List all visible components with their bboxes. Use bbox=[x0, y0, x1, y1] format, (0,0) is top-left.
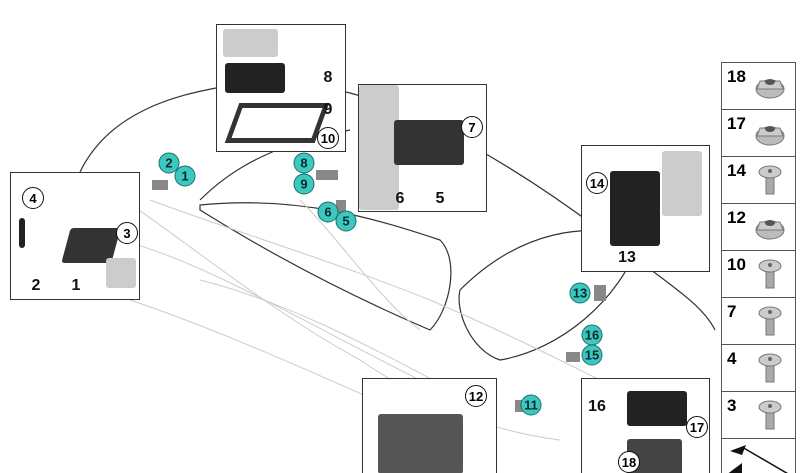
inset-control-unit-11 bbox=[362, 378, 497, 473]
torx-bolt-icon bbox=[758, 400, 782, 430]
label-circled-12: 12 bbox=[465, 385, 487, 407]
label-8: 8 bbox=[323, 69, 333, 86]
label-circled-7: 7 bbox=[461, 116, 483, 138]
label-circled-17: 17 bbox=[686, 416, 708, 438]
hex-nut-icon bbox=[755, 126, 785, 146]
inset-module-5-6 bbox=[358, 84, 487, 212]
distribution-box-part bbox=[610, 171, 660, 246]
fasteners-column: 18 17 14 12 10 7 4 3 bbox=[721, 62, 796, 473]
fastener-cell-18[interactable]: 18 bbox=[721, 62, 796, 109]
connector-ghost bbox=[106, 258, 136, 288]
label-circled-18: 18 bbox=[618, 451, 640, 473]
label-circled-10: 10 bbox=[317, 127, 339, 149]
callout-8[interactable]: 8 bbox=[293, 152, 315, 174]
torx-bolt-icon bbox=[758, 259, 782, 289]
control-unit-part bbox=[378, 414, 463, 473]
cover-part bbox=[627, 391, 687, 426]
fastener-cell-17[interactable]: 17 bbox=[721, 109, 796, 156]
label-circled-3: 3 bbox=[116, 222, 138, 244]
flange-nut-icon bbox=[755, 220, 785, 240]
fastener-number: 14 bbox=[727, 161, 746, 180]
label-circled-4: 4 bbox=[22, 187, 44, 209]
arrow-icon bbox=[721, 438, 796, 473]
fastener-cell-14[interactable]: 14 bbox=[721, 156, 796, 203]
torx-bolt-icon bbox=[758, 306, 782, 336]
pan-head-screw-icon bbox=[758, 165, 782, 195]
label-1: 1 bbox=[71, 277, 81, 294]
fastener-number: 17 bbox=[727, 114, 746, 133]
fastener-cell-10[interactable]: 10 bbox=[721, 250, 796, 297]
fastener-number: 12 bbox=[727, 208, 746, 227]
callout-1[interactable]: 1 bbox=[174, 165, 196, 187]
fastener-number: 4 bbox=[727, 349, 737, 368]
fastener-number: 10 bbox=[727, 255, 746, 274]
fastener-cell-3[interactable]: 3 bbox=[721, 391, 796, 438]
ghost-part bbox=[662, 151, 702, 216]
ghost-part bbox=[359, 85, 399, 210]
label-5: 5 bbox=[435, 190, 445, 207]
label-circled-14: 14 bbox=[586, 172, 608, 194]
callout-11[interactable]: 11 bbox=[520, 394, 542, 416]
ghost-part bbox=[223, 29, 278, 57]
fastener-number: 18 bbox=[727, 67, 746, 86]
label-13: 13 bbox=[618, 249, 636, 266]
callout-2[interactable]: 2 bbox=[158, 152, 180, 174]
holder-part bbox=[224, 103, 330, 143]
label-16: 16 bbox=[588, 398, 606, 415]
module-part bbox=[394, 120, 464, 165]
bracket-part bbox=[19, 218, 25, 248]
fastener-number: 3 bbox=[727, 396, 737, 415]
fastener-number: 7 bbox=[727, 302, 737, 321]
label-2: 2 bbox=[31, 277, 41, 294]
fuse-carrier-part bbox=[225, 63, 285, 93]
callout-15[interactable]: 15 bbox=[581, 344, 603, 366]
callout-13[interactable]: 13 bbox=[569, 282, 591, 304]
fastener-cell-12[interactable]: 12 bbox=[721, 203, 796, 250]
label-9: 9 bbox=[323, 101, 333, 118]
callout-16[interactable]: 16 bbox=[581, 324, 603, 346]
label-6: 6 bbox=[395, 190, 405, 207]
inset-rear-distribution-box bbox=[581, 145, 710, 272]
collar-nut-icon bbox=[755, 79, 785, 99]
callout-5[interactable]: 5 bbox=[335, 210, 357, 232]
fastener-cell-4[interactable]: 4 bbox=[721, 344, 796, 391]
callout-6[interactable]: 6 bbox=[317, 201, 339, 223]
torx-bolt-icon bbox=[758, 353, 782, 383]
callout-9[interactable]: 9 bbox=[293, 173, 315, 195]
fastener-cell-7[interactable]: 7 bbox=[721, 297, 796, 344]
